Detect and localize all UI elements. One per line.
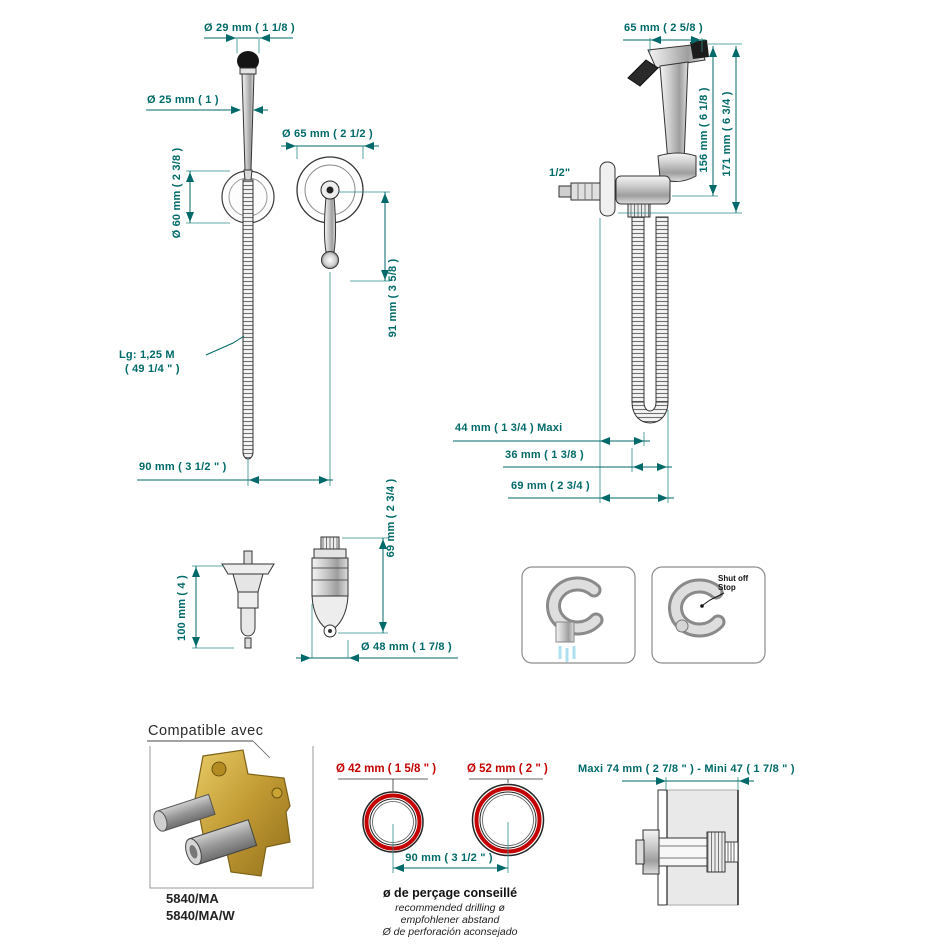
- control-plate-view: [296, 156, 364, 269]
- dim-h100-label: 100 mm ( 4 ): [176, 575, 188, 641]
- sprayer-knob: [237, 51, 259, 71]
- dim-h171-label: 171 mm ( 6 3/4 ): [721, 91, 733, 176]
- dim-span90-front: 90 mm ( 3 1/2 " ): [137, 272, 333, 486]
- dim-dia60: Ø 60 mm ( 2 3/8 ): [171, 147, 230, 238]
- drill-dia52-label: Ø 52 mm ( 2 " ): [467, 763, 548, 775]
- dim-dia48: Ø 48 mm ( 1 7/8 ): [296, 604, 458, 662]
- hose-u-bend: [631, 401, 669, 424]
- sprayer-head: [647, 43, 706, 69]
- escutcheon-section: [642, 829, 660, 875]
- drill-hole-42: [362, 791, 424, 853]
- drill-span90-label: 90 mm ( 3 1/2 " ): [405, 852, 493, 864]
- hose-right-run: [655, 216, 669, 403]
- dim-dia60-label: Ø 60 mm ( 2 3/8 ): [171, 147, 183, 238]
- dim-span90-label: 90 mm ( 3 1/2 " ): [139, 461, 227, 473]
- dim-h91-label: 91 mm ( 3 5/8 ): [387, 258, 399, 337]
- shutoff-label-1: Shut off: [718, 574, 749, 583]
- compatible-block: Compatible avec 5840/MA 5840/MA/W: [147, 723, 314, 923]
- model-label-2: 5840/MA/W: [166, 908, 235, 923]
- sprayer-handle: [241, 73, 255, 171]
- dim-h69-valve: 69 mm ( 2 3/4 ): [338, 478, 397, 634]
- dim-dia25-label: Ø 25 mm ( 1 ): [147, 94, 219, 106]
- drill-note-de: empfohlener abstand: [401, 914, 501, 926]
- dim-dia48-label: Ø 48 mm ( 1 7/8 ): [361, 641, 452, 653]
- dim-h91: 91 mm ( 3 5/8 ): [338, 191, 399, 337]
- drill-note-fr: ø de perçage conseillé: [383, 886, 517, 900]
- dim-h156-h171: 156 mm ( 6 1/8 ) 171 mm ( 6 3/4 ): [618, 43, 742, 214]
- drill-note-es: Ø de perforación aconsejado: [382, 926, 518, 938]
- dim-h69-label: 69 mm ( 2 3/4 ): [385, 478, 397, 557]
- hose-front: [242, 179, 254, 460]
- hex-nut-section: [706, 831, 726, 873]
- dim-dia65: Ø 65 mm ( 2 1/2 ): [281, 128, 379, 159]
- plate-lever: [324, 196, 336, 253]
- dim-w65: 65 mm ( 2 5/8 ): [623, 22, 706, 52]
- rough-in-valve-drawing: [153, 749, 291, 877]
- drill-note-en: recommended drilling ø: [395, 902, 505, 914]
- dim-dia29: Ø 29 mm ( 1 1/8 ): [204, 22, 295, 53]
- dim-dia25: Ø 25 mm ( 1 ): [146, 94, 268, 114]
- bracket-stem: [555, 621, 575, 643]
- drilling-template: Ø 42 mm ( 1 5/8 " ) Ø 52 mm ( 2 " ) 90 m…: [336, 763, 548, 938]
- dim-d36-label: 36 mm ( 1 3/8 ): [505, 449, 584, 461]
- dim-bottom-offsets: 44 mm ( 1 3/4 ) Maxi 36 mm ( 1 3/8 ) 69 …: [453, 218, 674, 503]
- bracket-detail-frame-1: [521, 566, 636, 664]
- dim-dia29-label: Ø 29 mm ( 1 1/8 ): [204, 22, 295, 34]
- sprayer-front-view: [221, 51, 275, 460]
- wall-thickness-section: Maxi 74 mm ( 2 7/8 " ) - Mini 47 ( 1 7/8…: [578, 763, 795, 906]
- shutoff-label-2: Stop: [718, 583, 736, 592]
- valve-body: [615, 175, 671, 205]
- wall-escutcheon: [599, 161, 616, 217]
- sprayer-nozzle: [627, 59, 659, 87]
- wall-range-label: Maxi 74 mm ( 2 7/8 " ) - Mini 47 ( 1 7/8…: [578, 763, 795, 775]
- dim-h156-label: 156 mm ( 6 1/8 ): [698, 87, 710, 172]
- valve-through-wall: [658, 837, 708, 867]
- hose-length-label-1: Lg: 1,25 M: [119, 349, 175, 361]
- dim-dia65-label: Ø 65 mm ( 2 1/2 ): [282, 128, 373, 140]
- valve-cartridge-section: [311, 536, 349, 638]
- dim-w65-label: 65 mm ( 2 5/8 ): [624, 22, 703, 34]
- dim-h100: 100 mm ( 4 ): [176, 565, 234, 649]
- hose-left-run: [631, 216, 645, 403]
- valve-spindle-section: [221, 550, 275, 649]
- lever-ball: [321, 251, 339, 269]
- inlet-size-label: 1/2": [549, 167, 570, 179]
- drill-dia42-label: Ø 42 mm ( 1 5/8 " ): [336, 763, 436, 775]
- shutoff-knob: [675, 619, 689, 633]
- model-label-1: 5840/MA: [166, 891, 219, 906]
- sprayer-grip: [659, 61, 689, 163]
- dim-d44-label: 44 mm ( 1 3/4 ) Maxi: [455, 422, 562, 434]
- hose-length-label-2: ( 49 1/4 " ): [125, 363, 180, 375]
- dim-d69-label: 69 mm ( 2 3/4 ): [511, 480, 590, 492]
- bracket-detail-frame-2: Shut off Stop: [651, 566, 766, 664]
- hose-nut: [627, 203, 651, 218]
- compatible-title: Compatible avec: [148, 723, 264, 739]
- sprayer-head-cap: [690, 40, 709, 59]
- hose-length-callout: Lg: 1,25 M ( 49 1/4 " ): [119, 335, 245, 375]
- sprayer-side-view: [558, 40, 709, 424]
